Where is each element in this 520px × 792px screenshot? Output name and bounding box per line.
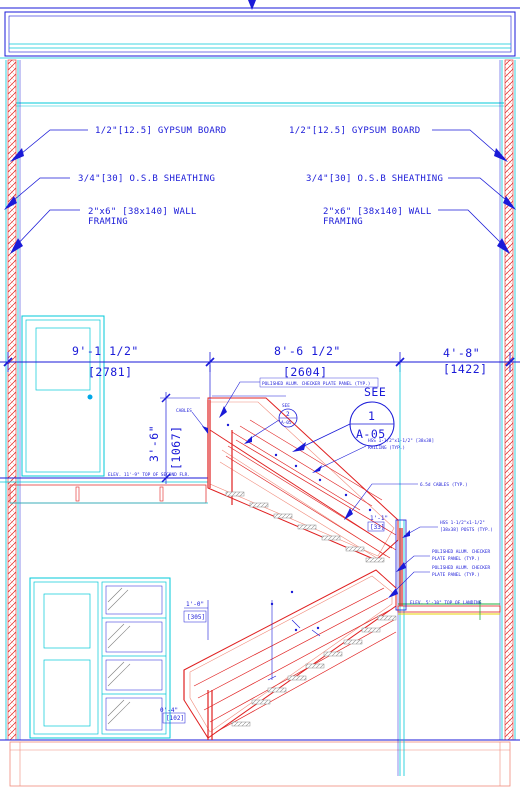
- horizontal-dimension: 9'-1 1/2" [2781] 8'-6 1/2" [2604] 4'-8" …: [0, 344, 520, 379]
- rail-height-metric: [1067]: [169, 425, 183, 470]
- elev-second-floor: ELEV. 11'-9" TOP OF SECOND FLR.: [108, 472, 190, 478]
- leader-arrow-icon: [344, 508, 353, 520]
- wall-layer-labels: 1/2"[12.5] GYPSUM BOARD 3/4"[30] O.S.B S…: [4, 126, 516, 254]
- dim-left-metric: [2781]: [88, 365, 133, 379]
- post-spacing-dimension: 1'-0" [305]: [183, 600, 209, 640]
- small-dim: 1'-1" [33]: [367, 515, 388, 532]
- callout2-see: SEE: [282, 403, 290, 409]
- arrowhead-icon: [4, 196, 17, 210]
- dim-mid-imperial: 8'-6 1/2": [274, 344, 341, 358]
- rail-height-imperial: 3'-6": [147, 425, 161, 462]
- framing-label-left-1: 2"x6" [38x140] WALL: [88, 207, 197, 217]
- bottom-offset-dimension: 0'-4" [102]: [160, 707, 186, 724]
- small-dim-imperial: 1'-1": [370, 515, 388, 522]
- note-checker-right1-2: PLATE PANEL (TYP.): [432, 556, 480, 562]
- framing-label-right-2: FRAMING: [323, 217, 363, 227]
- osb-label-left: 3/4"[30] O.S.B SHEATHING: [78, 174, 215, 184]
- dim-right-metric: [1422]: [443, 362, 488, 376]
- leader-arrow-icon: [219, 406, 227, 418]
- elev-landing: ELEV. 5'-10" TOP OF LANDING: [410, 600, 482, 606]
- note-checker-right2-2: PLATE PANEL (TYP.): [432, 572, 480, 578]
- note-railing-2: RAILING (TYP.): [368, 445, 405, 451]
- bottom-offset-metric: [102]: [166, 715, 184, 722]
- door-knob-icon: [87, 394, 93, 400]
- dim-left-imperial: 9'-1 1/2": [72, 344, 139, 358]
- small-dim-metric: [33]: [370, 524, 384, 531]
- osb-label-right: 3/4"[30] O.S.B SHEATHING: [306, 174, 443, 184]
- callout2-arrow-icon: [244, 436, 252, 444]
- arrowhead-icon: [494, 148, 508, 162]
- roof-assembly: [0, 0, 520, 107]
- gypsum-label-left: 1/2"[12.5] GYPSUM BOARD: [95, 126, 227, 136]
- note-checker-right1-1: POLISHED ALUM. CHECKER: [432, 549, 491, 555]
- upper-stair-flight: [207, 395, 399, 563]
- right-wall: [499, 59, 516, 741]
- callout-number: 1: [368, 409, 375, 423]
- callout-sheet: A-05: [356, 427, 386, 441]
- note-checker-plate-top: POLISHED ALUM. CHECKER PLATE PANEL (TYP.…: [262, 381, 370, 387]
- arrowhead-icon: [503, 196, 516, 210]
- callout2-sheet: A-05: [281, 420, 292, 426]
- note-posts-2: [38x38] POSTS (TYP.): [440, 527, 493, 533]
- leader-arrow-icon: [402, 530, 410, 538]
- note-railing-1: HSS 1-1/2"x1-1/2" [38x38]: [368, 438, 434, 444]
- leader-arrow-icon: [388, 588, 398, 598]
- arrowhead-icon: [10, 238, 23, 254]
- ground-floor-slab: [0, 739, 520, 787]
- note-cables: CABLES: [176, 408, 192, 414]
- leader-arrow-icon: [396, 562, 406, 572]
- arrowhead-icon: [10, 148, 24, 162]
- dim-mid-metric: [2604]: [283, 365, 328, 379]
- dim-right-imperial: 4'-8": [443, 346, 480, 360]
- note-checker-right2-1: POLISHED ALUM. CHECKER: [432, 565, 491, 571]
- callout-see: SEE: [364, 385, 386, 399]
- post-spacing-imperial: 1'-0": [186, 601, 204, 608]
- detail-callout-2: SEE 2 A-05: [244, 403, 298, 444]
- post-spacing-metric: [305]: [187, 614, 205, 621]
- callout2-number: 2: [286, 411, 290, 418]
- bottom-offset-imperial: 0'-4": [160, 707, 178, 714]
- leader-arrow-icon: [202, 426, 208, 434]
- framing-label-left-2: FRAMING: [88, 217, 128, 227]
- upper-door: [21, 315, 105, 477]
- rail-height-dimension: 3'-6" [1067]: [147, 392, 200, 484]
- callout-arrow-icon: [292, 442, 306, 452]
- leader-arrow-icon: [312, 465, 322, 473]
- left-wall: [5, 59, 21, 741]
- note-cables-typ: 6.5d CABLES (TYP.): [420, 482, 468, 488]
- lower-stair-flight: [183, 569, 397, 740]
- lower-glazed-door: [29, 577, 171, 739]
- notes: POLISHED ALUM. CHECKER PLATE PANEL (TYP.…: [176, 377, 493, 598]
- arrowhead-icon: [497, 238, 510, 254]
- north-arrow-icon: [248, 0, 256, 10]
- lower-rail-marks: [267, 600, 321, 681]
- second-floor-slab: ELEV. 11'-9" TOP OF SECOND FLR.: [0, 472, 208, 504]
- gypsum-label-right: 1/2"[12.5] GYPSUM BOARD: [289, 126, 421, 136]
- framing-label-right-1: 2"x6" [38x140] WALL: [323, 207, 432, 217]
- note-posts-1: HSS 1-1/2"x1-1/2": [440, 520, 485, 526]
- detail-callout-1: SEE 1 A-05: [292, 385, 395, 452]
